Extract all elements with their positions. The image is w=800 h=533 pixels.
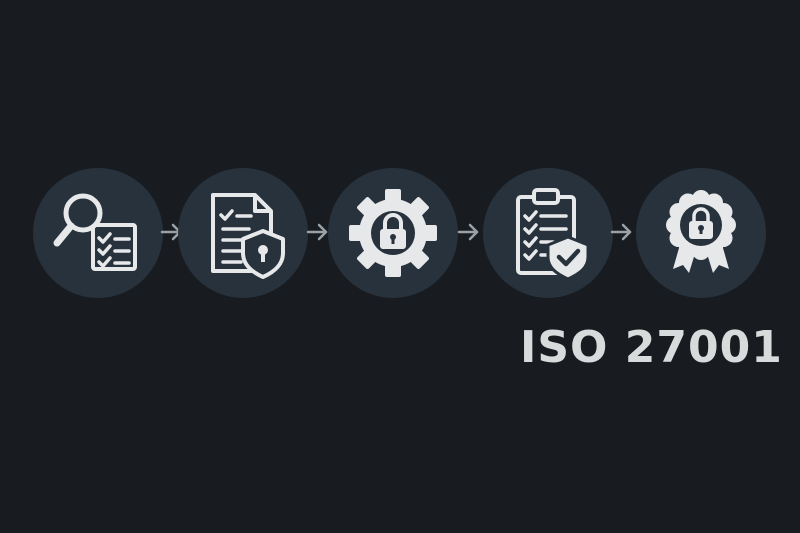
step-certification: [636, 168, 766, 298]
arrow-right-icon: [457, 223, 479, 241]
clipboard-shield-check-icon: [498, 183, 598, 283]
magnifier-checklist-icon: [48, 183, 148, 283]
iso-title: ISO 27001: [520, 322, 783, 373]
step-audit: [33, 168, 163, 298]
arrow-right-icon: [610, 223, 632, 241]
step-review: [483, 168, 613, 298]
step-policy: [178, 168, 308, 298]
arrow-right-icon: [306, 223, 328, 241]
certificate-badge-padlock-icon: [651, 183, 751, 283]
step-controls: [328, 168, 458, 298]
gear-padlock-icon: [343, 183, 443, 283]
document-shield-icon: [193, 183, 293, 283]
